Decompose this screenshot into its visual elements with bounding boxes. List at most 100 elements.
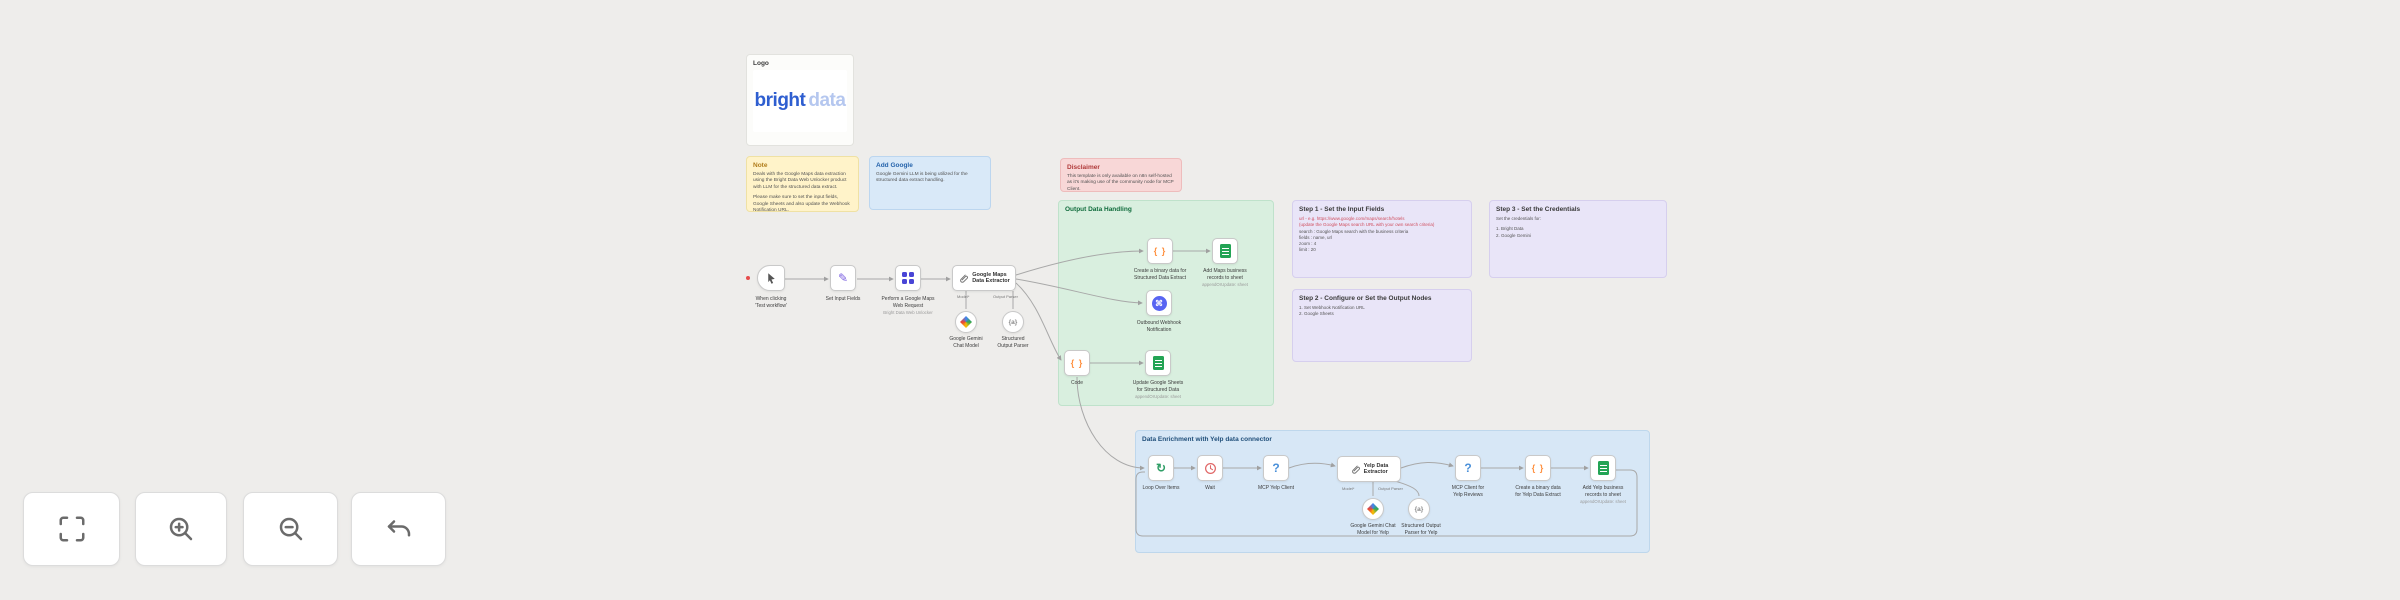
code-icon: { } xyxy=(1070,358,1084,368)
step1-line4: fields : name, url xyxy=(1299,234,1333,240)
step1-line5: zoom : 4 xyxy=(1299,241,1317,247)
sticky-step3-title: Step 3 - Set the Credentials xyxy=(1496,206,1581,213)
sticky-add-google-title: Add Google xyxy=(876,162,913,169)
node-loop-over-items[interactable]: ↻ xyxy=(1148,455,1174,481)
google-sheets-icon xyxy=(1597,461,1609,475)
node-set-input-fields-label: Set Input Fields xyxy=(825,296,861,302)
node-mcp-yelp-client[interactable]: ? xyxy=(1263,455,1289,481)
parser-icon: {a} xyxy=(1414,505,1424,513)
google-sheets-icon xyxy=(1219,244,1231,258)
sticky-add-google[interactable]: Add Google Google Gemini LLM is being ut… xyxy=(869,156,991,210)
zoom-in-button[interactable] xyxy=(135,492,227,566)
port-label-output-parser: Output Parser xyxy=(1378,486,1403,491)
node-brightdata-request[interactable] xyxy=(895,265,921,291)
node-set-input-fields[interactable]: ✎ xyxy=(830,265,856,291)
step2-item2: 2. Google Sheets xyxy=(1299,311,1334,317)
chain-icon xyxy=(1351,465,1360,474)
sticky-yelp-title: Data Enrichment with Yelp data connector xyxy=(1142,436,1272,443)
sticky-add-google-body: Google Gemini LLM is being utilized for … xyxy=(876,172,968,184)
question-mark-icon: ? xyxy=(1272,461,1280,475)
error-indicator-dot xyxy=(746,276,750,280)
node-code-label: Code xyxy=(1071,380,1083,386)
node-manual-trigger[interactable] xyxy=(757,265,785,291)
sticky-note-paragraph-1: Deals with the Google Maps data extracti… xyxy=(753,172,847,190)
sticky-disclaimer-body: This template is only available on n8n s… xyxy=(1067,174,1174,192)
gemini-icon xyxy=(960,316,972,328)
node-structured-output-parser-yelp[interactable]: {a} xyxy=(1408,498,1430,520)
step3-item1: 1. Bright Data xyxy=(1496,226,1524,232)
gemini-icon xyxy=(1367,503,1379,515)
question-mark-icon: ? xyxy=(1464,461,1472,475)
port-label-output-parser: Output Parser xyxy=(993,294,1018,299)
node-sheets-yelp-records[interactable] xyxy=(1590,455,1616,481)
node-create-binary-yelp[interactable]: { } xyxy=(1525,455,1551,481)
sticky-step2[interactable]: Step 2 - Configure or Set the Output Nod… xyxy=(1292,289,1472,362)
node-code[interactable]: { } xyxy=(1064,350,1090,376)
brand-light-text: data xyxy=(808,90,846,111)
node-wait[interactable] xyxy=(1197,455,1223,481)
node-create-binary-data[interactable]: { } xyxy=(1147,238,1173,264)
loop-icon: ↻ xyxy=(1155,461,1167,475)
code-icon: { } xyxy=(1153,246,1167,256)
fit-view-button[interactable] xyxy=(23,492,120,566)
node-gemini-chat-model[interactable] xyxy=(955,311,977,333)
node-sheets-update-structured[interactable] xyxy=(1145,350,1171,376)
zoom-in-icon xyxy=(169,517,193,541)
code-icon: { } xyxy=(1531,463,1545,473)
step3-item2: 2. Google Gemini xyxy=(1496,232,1532,238)
undo-button[interactable] xyxy=(351,492,446,566)
chain-icon xyxy=(960,274,969,283)
sticky-disclaimer[interactable]: Disclaimer This template is only availab… xyxy=(1060,158,1182,192)
zoom-out-button[interactable] xyxy=(243,492,338,566)
brightdata-grid-icon xyxy=(902,272,914,284)
sticky-output-title: Output Data Handling xyxy=(1065,206,1132,213)
node-gemini-chat-model-yelp[interactable] xyxy=(1362,498,1384,520)
step1-line2: (update the Google Maps search URL with … xyxy=(1299,222,1435,228)
sticky-step3[interactable]: Step 3 - Set the Credentials Set the cre… xyxy=(1489,200,1667,278)
port-label-model: Model* xyxy=(1342,486,1355,491)
clock-icon xyxy=(1204,462,1216,474)
node-manual-trigger-label: When clicking'Test workflow' xyxy=(755,296,787,309)
step1-line3: search : Google Maps search with the bus… xyxy=(1299,228,1409,234)
sticky-step1-title: Step 1 - Set the Input Fields xyxy=(1299,206,1385,213)
sticky-note-title: Note xyxy=(753,162,768,169)
node-webhook-notification[interactable]: ⌘ xyxy=(1146,290,1172,316)
sticky-step1[interactable]: Step 1 - Set the Input Fields url - e.g.… xyxy=(1292,200,1472,278)
brand-bold-text: bright xyxy=(754,90,806,111)
sticky-disclaimer-title: Disclaimer xyxy=(1067,164,1100,171)
parser-icon: {a} xyxy=(1008,318,1018,326)
node-sheets-maps-records[interactable] xyxy=(1212,238,1238,264)
sticky-logo[interactable]: Logo bright data xyxy=(746,54,854,146)
webhook-disc-icon: ⌘ xyxy=(1151,295,1167,311)
node-structured-output-parser[interactable]: {a} xyxy=(1002,311,1024,333)
step1-line6: limit : 20 xyxy=(1299,247,1316,253)
step3-intro: Set the credentials for: xyxy=(1496,216,1542,221)
pencil-icon: ✎ xyxy=(837,271,849,285)
zoom-out-icon xyxy=(279,517,302,541)
port-label-model: Model* xyxy=(957,294,970,299)
node-mcp-yelp-client-label: MCP Yelp Client xyxy=(1257,485,1295,491)
step1-line1: url - e.g. https://www.google.com/maps/s… xyxy=(1299,216,1405,221)
sticky-note[interactable]: Note Deals with the Google Maps data ext… xyxy=(746,156,859,214)
sticky-note-paragraph-2: Please make sure to set the input fields… xyxy=(753,195,850,214)
step2-item1: 1. Set Webhook Notification URL xyxy=(1299,305,1365,310)
node-mcp-client-yelp-reviews[interactable]: ? xyxy=(1455,455,1481,481)
brightdata-logo: bright data xyxy=(753,70,847,132)
fit-view-icon xyxy=(59,516,84,542)
undo-icon xyxy=(387,520,410,537)
